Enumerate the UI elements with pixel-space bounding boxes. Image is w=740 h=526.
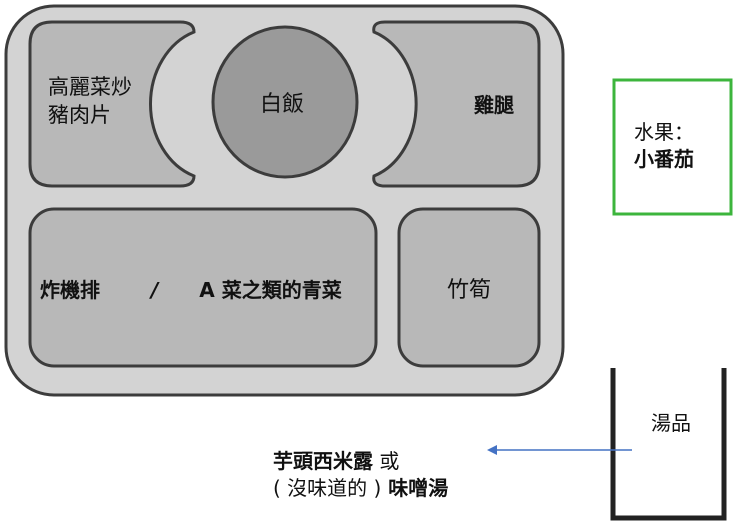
soup-note-line2: ( 沒味道的 ) 味噌湯: [273, 475, 448, 502]
fruit-box: [612, 78, 733, 216]
soup-bowl-label: 湯品: [651, 410, 691, 437]
bottom-main-label-separator: /: [150, 278, 159, 302]
soup-bowl-label-text: 湯品: [651, 411, 691, 435]
top-right-label: 雞腿: [474, 92, 514, 119]
rice-label-text: 白飯: [260, 92, 305, 117]
rice-label: 白飯: [260, 90, 304, 120]
top-left-label-line2: 豬肉片: [48, 103, 111, 128]
fruit-label-line1: 水果：: [634, 120, 694, 144]
soup-note-line2-bold: 味噌湯: [381, 476, 449, 500]
soup-note-line1: 芋頭西米露 或: [273, 448, 448, 475]
top-left-label: 高麗菜炒 豬肉片: [48, 73, 132, 130]
bottom-main-label: 炸機排 / A 菜之類的青菜: [40, 277, 342, 304]
soup-note-line2-paren: ( 沒味道的 ): [273, 476, 382, 500]
fruit-label-line2: 小番茄: [634, 147, 694, 171]
fruit-label: 水果： 小番茄: [634, 119, 694, 173]
soup-note-line1-rest: 或: [373, 449, 400, 473]
compartment-rice: [211, 25, 359, 179]
compartment-bottom-main: [28, 207, 378, 368]
top-left-label-line1: 高麗菜炒: [48, 75, 132, 99]
bottom-right-label: 竹筍: [447, 276, 491, 306]
soup-note-line1-bold: 芋頭西米露: [273, 449, 373, 473]
bottom-right-label-text: 竹筍: [447, 278, 492, 303]
soup-bowl: [610, 368, 727, 521]
top-right-label-text: 雞腿: [474, 93, 514, 117]
bottom-main-label-part1: 炸機排: [40, 278, 100, 302]
compartment-top-right: [372, 20, 541, 188]
compartment-top-left: [28, 20, 196, 188]
compartment-bottom-right: [397, 207, 541, 368]
soup-note: 芋頭西米露 或 ( 沒味道的 ) 味噌湯: [273, 448, 448, 502]
bottom-main-label-part2: A 菜之類的青菜: [199, 278, 342, 302]
